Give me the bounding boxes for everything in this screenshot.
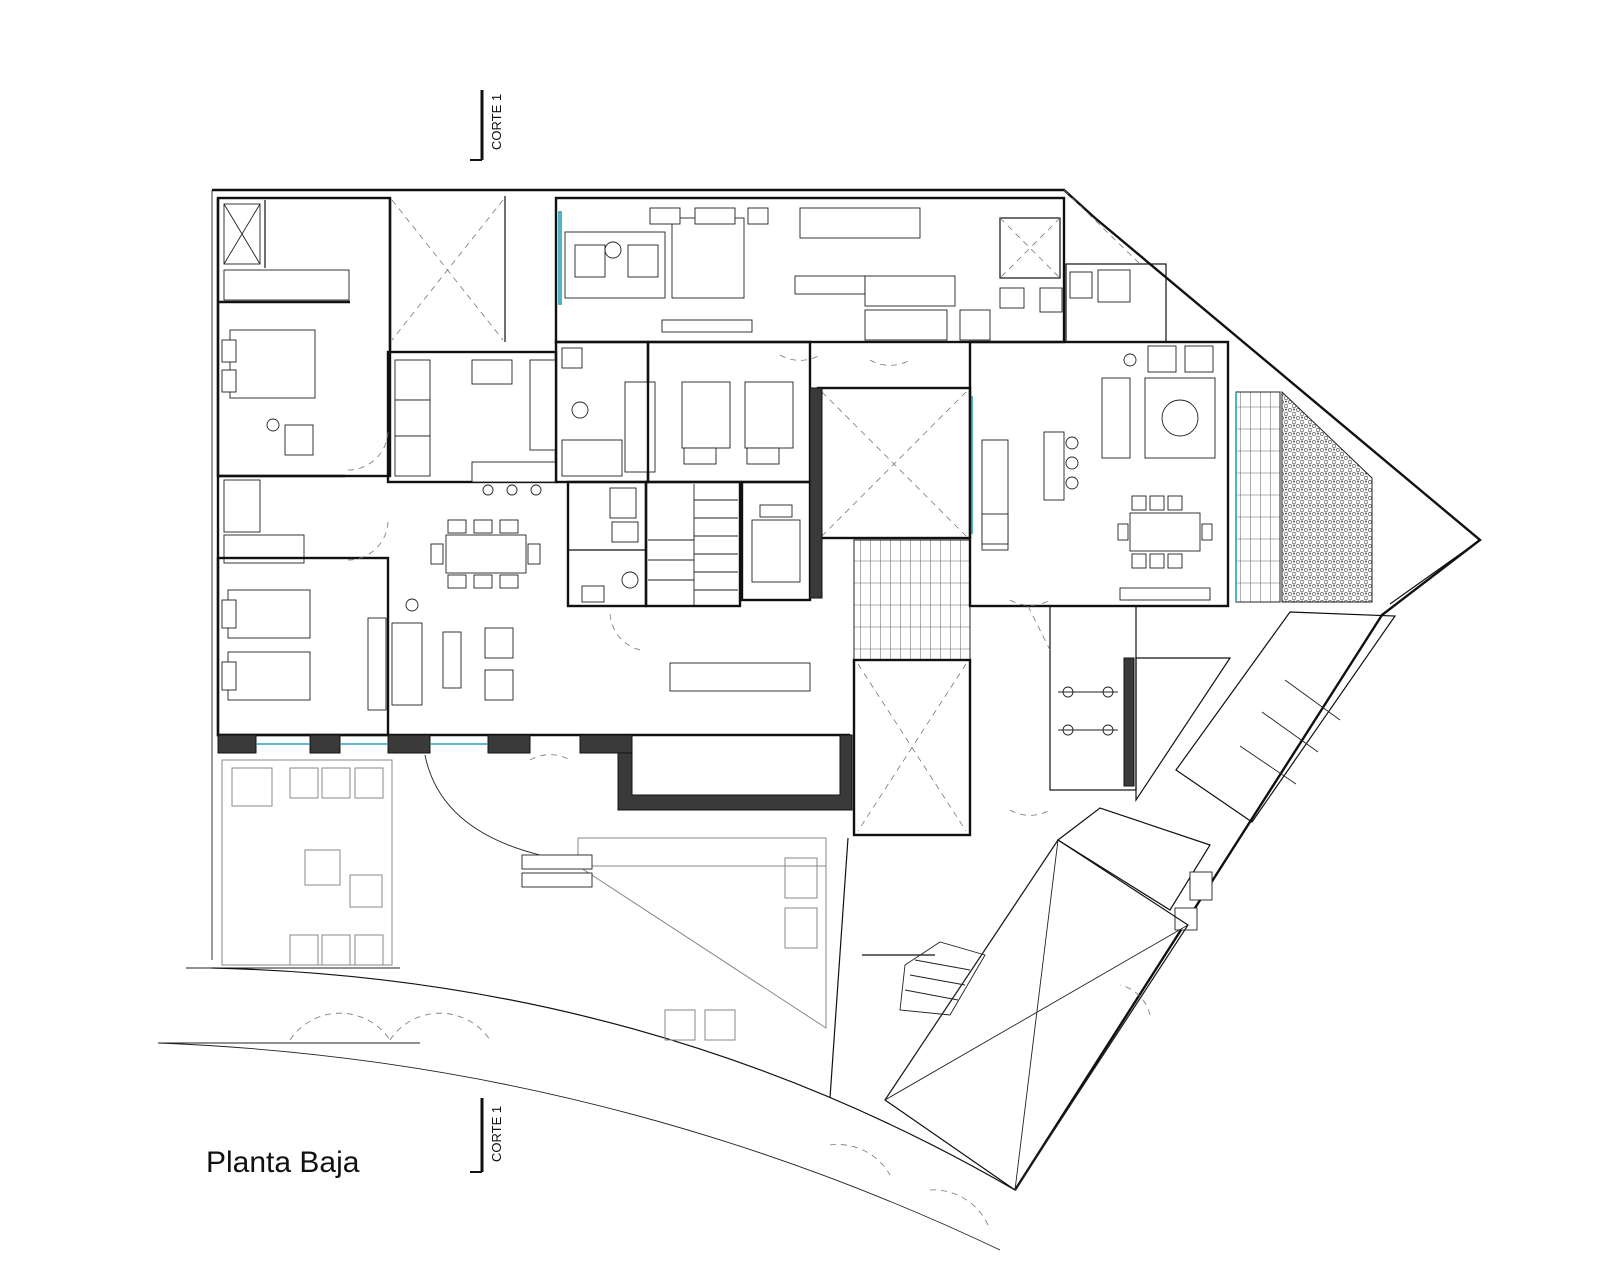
courtyard-top-left: [388, 196, 506, 350]
street-curve: [157, 967, 1016, 1251]
left-bedrooms: [216, 196, 392, 737]
stairs-central: [644, 480, 742, 608]
outer-walls: [158, 188, 1482, 1191]
section-marker-bottom: CORTE 1: [470, 1098, 504, 1173]
door-swings: [289, 354, 1151, 1231]
top-suite: [554, 196, 1066, 344]
right-living-dining: [968, 340, 1230, 608]
front-garden: [221, 759, 736, 1041]
lower-void: [829, 658, 986, 1099]
section-label-bottom: CORTE 1: [489, 1106, 504, 1162]
service-wing: [1056, 611, 1397, 931]
section-marker-top: CORTE 1: [470, 90, 504, 161]
powder-rooms: [566, 480, 648, 608]
utility-top-right: [1063, 189, 1167, 343]
kitchen-dining: [386, 350, 558, 589]
central-bath: [554, 340, 656, 484]
section-label-top: CORTE 1: [489, 94, 504, 150]
front-terrace: [217, 734, 853, 1029]
elevator: [740, 480, 812, 602]
right-deck: [1235, 390, 1373, 603]
garage: [884, 839, 1189, 1191]
living-area: [391, 598, 811, 706]
kids-bedroom: [646, 340, 812, 484]
plan-title: Planta Baja: [206, 1146, 360, 1179]
central-void: [809, 386, 972, 599]
wood-deck: [853, 539, 971, 661]
gym-area: [1027, 605, 1137, 791]
